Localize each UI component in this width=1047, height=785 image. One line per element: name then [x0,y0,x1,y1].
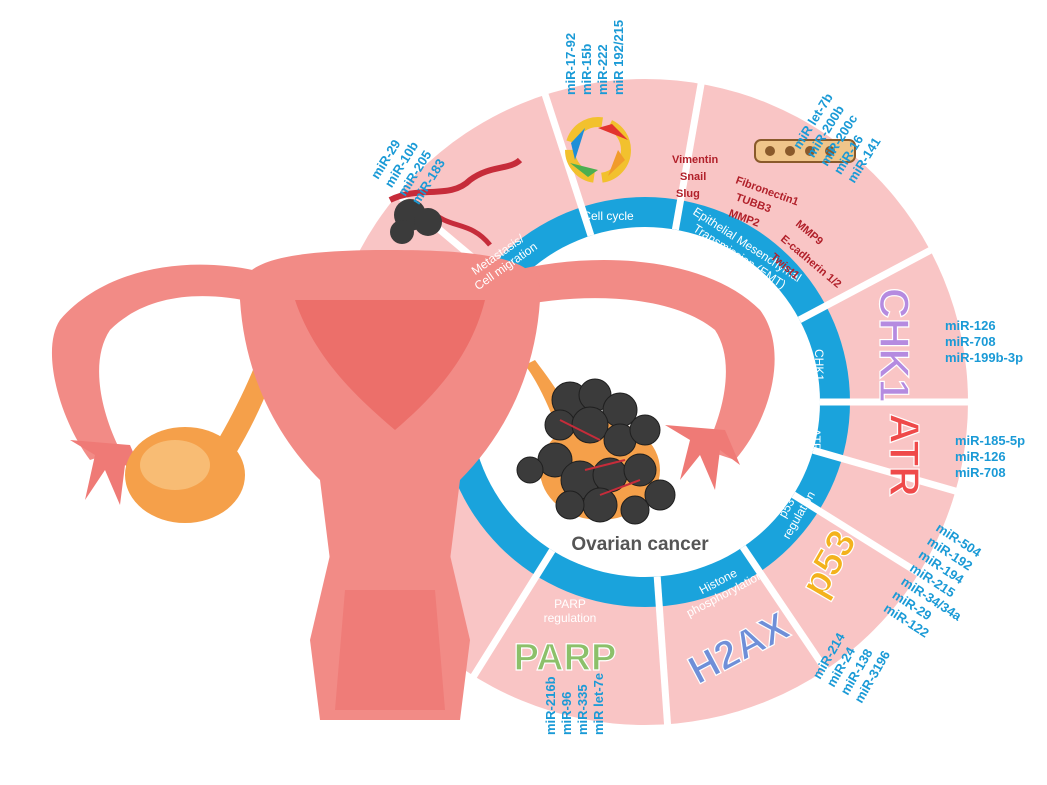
mirna-item: miR-185-5p [955,433,1025,448]
big-label-chk1: CHK1 [871,288,918,402]
band-label-line: Cell cycle [582,209,634,223]
mirna-list-cell-cycle: miR-17-92miR-15bmiR-222miR 192/215 [563,20,626,95]
tumor-cell [624,454,656,486]
mirna-item: miR 192/215 [611,20,626,95]
left-ovary-highlight [140,440,210,490]
vaginal-canal [335,590,445,710]
mirna-item: miR-17-92 [563,33,578,95]
mirna-item: miR-126 [955,449,1006,464]
band-label-line: regulation [795,414,809,467]
mirna-item: miR-216b [543,676,558,735]
band-label-line: regulation [544,611,597,625]
mirna-item: miR-199b-3p [945,350,1023,365]
band-label-cell-cycle: Cell cycle [582,209,634,223]
mirna-item: miR-222 [595,44,610,95]
band-label-line: ATR [809,428,823,451]
center-label: Ovarian cancer [571,534,709,555]
emt-marker: Vimentin [672,154,719,166]
mirna-item: miR let-7e [591,673,606,735]
big-label-atr: ATR [881,413,928,496]
band-label-line: CHK1 [812,349,826,381]
tumor-cell [583,488,617,522]
emt-marker: Slug [676,188,700,200]
tumor-cell [572,407,608,443]
mirna-item: miR-15b [579,44,594,95]
tumor-cell [517,457,543,483]
mirna-item: miR-708 [945,334,996,349]
mirna-item: miR-708 [955,465,1006,480]
mirna-item: miR-126 [945,318,996,333]
mirna-item: miR-96 [559,692,574,735]
tumor-cell [630,415,660,445]
band-label-line: PARP [554,597,586,611]
mirna-item: miR-335 [575,684,590,735]
band-label-line: regulation [798,339,812,392]
tumor-cell [556,491,584,519]
tumor-cell [621,496,649,524]
emt-marker: Snail [680,171,706,183]
tumor-cell [645,480,675,510]
big-label-parp: PARP [514,637,617,679]
